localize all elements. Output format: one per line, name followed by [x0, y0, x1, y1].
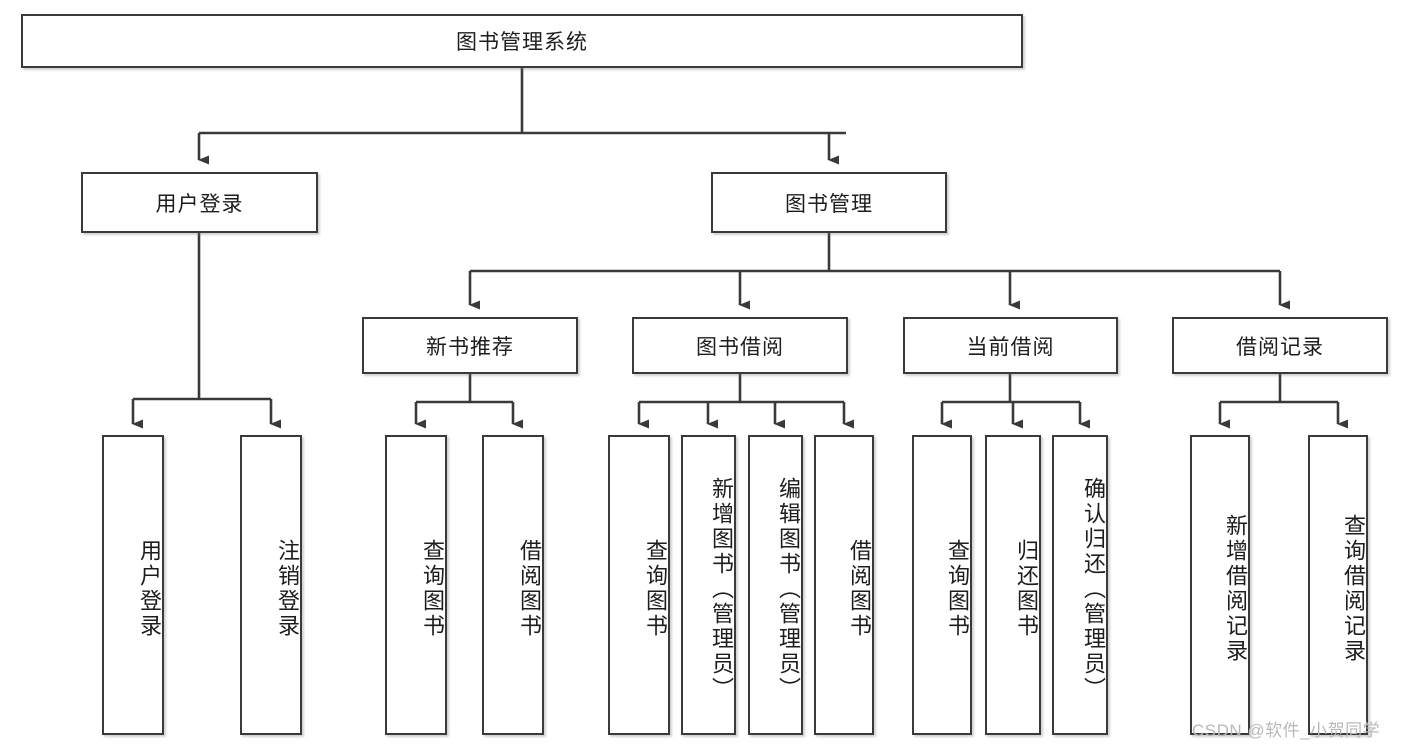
node-label: 用户登录	[137, 539, 162, 639]
node-label: 查询图书	[420, 539, 445, 639]
node-label: 借阅图书	[517, 539, 542, 639]
node-label: 用户登录	[155, 192, 244, 216]
node-label: 新书推荐	[426, 335, 514, 359]
node-leaf-query-book-1[interactable]: 查询图书	[385, 435, 447, 735]
node-book-manage[interactable]: 图书管理	[711, 172, 947, 233]
csdn-watermark: CSDN @软件_小贺同学	[1192, 716, 1380, 741]
node-current-borrow[interactable]: 当前借阅	[903, 317, 1118, 374]
node-leaf-logout[interactable]: 注销登录	[240, 435, 302, 735]
node-label: 图书借阅	[696, 335, 784, 359]
node-leaf-add-book[interactable]: 新增图书（管理员）	[681, 435, 736, 735]
node-label: 归还图书	[1014, 539, 1039, 639]
node-label: 新增图书（管理员）	[709, 476, 734, 702]
node-label: 借阅图书	[847, 539, 872, 639]
node-label: 图书管理系统	[456, 31, 588, 54]
node-label: 注销登录	[275, 539, 300, 639]
node-label: 借阅记录	[1236, 335, 1324, 359]
node-leaf-add-borrow-record[interactable]: 新增借阅记录	[1190, 435, 1250, 735]
node-label: 查询图书	[945, 539, 970, 639]
node-leaf-edit-book[interactable]: 编辑图书（管理员）	[748, 435, 803, 735]
node-label: 编辑图书（管理员）	[776, 476, 801, 702]
node-label: 确认归还（管理员）	[1081, 476, 1106, 702]
node-leaf-query-book-3[interactable]: 查询图书	[912, 435, 972, 735]
watermark-text: CSDN @软件_小贺同学	[1192, 721, 1381, 740]
node-leaf-borrow-book-1[interactable]: 借阅图书	[482, 435, 544, 735]
node-label: 当前借阅	[966, 335, 1055, 359]
node-book-borrow[interactable]: 图书借阅	[632, 317, 848, 374]
node-leaf-return-book[interactable]: 归还图书	[985, 435, 1041, 735]
node-leaf-query-book-2[interactable]: 查询图书	[608, 435, 670, 735]
node-borrow-record[interactable]: 借阅记录	[1172, 317, 1388, 374]
node-user-login[interactable]: 用户登录	[81, 172, 318, 233]
node-label: 查询图书	[643, 539, 668, 639]
node-new-book-recommend[interactable]: 新书推荐	[362, 317, 578, 374]
node-leaf-query-borrow-record[interactable]: 查询借阅记录	[1308, 435, 1368, 735]
node-leaf-confirm-return[interactable]: 确认归还（管理员）	[1052, 435, 1108, 735]
node-leaf-user-login[interactable]: 用户登录	[102, 435, 164, 735]
node-leaf-borrow-book-2[interactable]: 借阅图书	[814, 435, 874, 735]
node-label: 查询借阅记录	[1341, 514, 1366, 664]
node-label: 图书管理	[785, 192, 873, 216]
node-label: 新增借阅记录	[1223, 514, 1248, 664]
node-book-management-system[interactable]: 图书管理系统	[21, 14, 1023, 68]
